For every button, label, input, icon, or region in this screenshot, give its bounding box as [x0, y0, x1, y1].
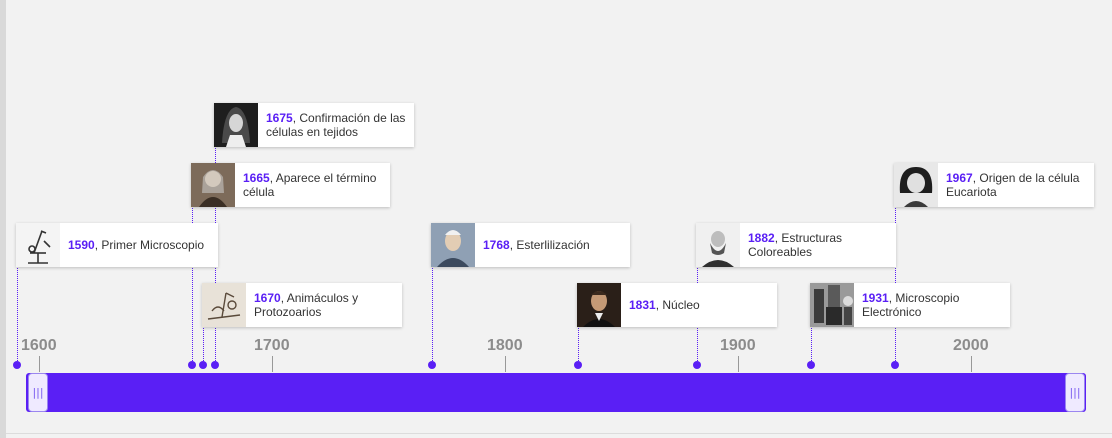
event-card-1967[interactable]: 1967, Origen de la célula Eucariota	[894, 163, 1094, 207]
axis-tick	[272, 356, 273, 372]
event-card-1670[interactable]: 1670, Animáculos y Protozoarios	[202, 283, 402, 327]
timeline-range-track[interactable]	[26, 373, 1086, 412]
event-stem	[17, 268, 18, 365]
portrait-icon	[696, 223, 740, 267]
axis-tick-label: 1600	[21, 337, 57, 354]
axis-tick-label: 2000	[953, 337, 989, 354]
event-dot[interactable]	[13, 361, 21, 369]
event-year: 1665	[243, 171, 270, 185]
event-card-1675[interactable]: 1675, Confirmación de las células en tej…	[214, 103, 414, 147]
event-label: , Confirmación de las células en tejidos	[266, 111, 406, 139]
event-label: , Esterlilización	[509, 238, 590, 252]
event-year: 1768	[483, 238, 510, 252]
portrait-icon	[214, 103, 258, 147]
event-year: 1931	[862, 291, 889, 305]
event-card-1931[interactable]: 1931, Microscopio Electrónico	[810, 283, 1010, 327]
event-dot[interactable]	[807, 361, 815, 369]
event-label: , Primer Microscopio	[94, 238, 205, 252]
electron-microscope-photo-icon	[810, 283, 854, 327]
axis-tick	[971, 356, 972, 372]
event-label: , Origen de la célula Eucariota	[946, 171, 1080, 199]
event-year: 1670	[254, 291, 281, 305]
range-handle-left[interactable]: |||	[28, 373, 48, 412]
portrait-icon	[894, 163, 938, 207]
event-card-1882[interactable]: 1882, Estructuras Coloreables	[696, 223, 896, 267]
event-stem	[192, 208, 193, 365]
event-dot[interactable]	[428, 361, 436, 369]
event-year: 1831	[629, 298, 656, 312]
event-label: , Núcleo	[655, 298, 700, 312]
event-dot[interactable]	[199, 361, 207, 369]
event-card-1831[interactable]: 1831, Núcleo	[577, 283, 777, 327]
event-year: 1675	[266, 111, 293, 125]
left-border	[0, 0, 6, 438]
axis-tick-label: 1800	[487, 337, 523, 354]
axis-tick	[738, 356, 739, 372]
event-dot[interactable]	[693, 361, 701, 369]
axis-tick-label: 1900	[720, 337, 756, 354]
event-label: , Estructuras Coloreables	[748, 231, 843, 259]
range-handle-right[interactable]: |||	[1065, 373, 1085, 412]
portrait-icon	[191, 163, 235, 207]
event-stem	[811, 328, 812, 365]
event-year: 1882	[748, 231, 775, 245]
microscope-illustration-icon	[16, 223, 60, 267]
event-label: , Animáculos y Protozoarios	[254, 291, 359, 319]
event-dot[interactable]	[211, 361, 219, 369]
portrait-icon	[577, 283, 621, 327]
event-stem	[578, 328, 579, 365]
axis-tick-label: 1700	[254, 337, 290, 354]
event-card-1665[interactable]: 1665, Aparece el término célula	[191, 163, 390, 207]
microscope-sketch-icon	[202, 283, 246, 327]
event-year: 1590	[68, 238, 95, 252]
axis-tick	[39, 356, 40, 372]
event-dot[interactable]	[188, 361, 196, 369]
event-dot[interactable]	[574, 361, 582, 369]
event-stem	[432, 268, 433, 365]
axis-tick	[505, 356, 506, 372]
event-label: , Microscopio Electrónico	[862, 291, 960, 319]
event-year: 1967	[946, 171, 973, 185]
event-card-1590[interactable]: 1590, Primer Microscopio	[16, 223, 218, 267]
event-label: , Aparece el término célula	[243, 171, 377, 199]
event-card-1768[interactable]: 1768, Esterlilización	[431, 223, 630, 267]
event-stem	[203, 328, 204, 365]
bottom-divider	[6, 433, 1112, 434]
event-dot[interactable]	[891, 361, 899, 369]
portrait-icon	[431, 223, 475, 267]
